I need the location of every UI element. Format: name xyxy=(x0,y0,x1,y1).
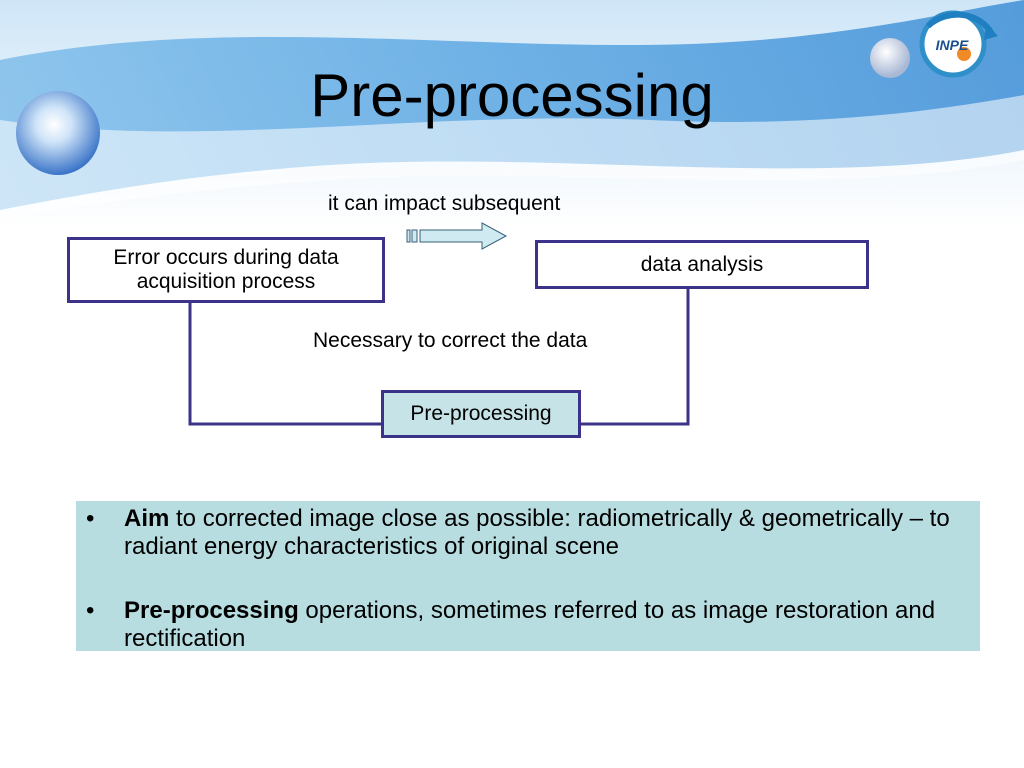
header-banner xyxy=(0,0,1024,230)
correction-label: Necessary to correct the data xyxy=(313,329,588,352)
data-analysis-box: data analysis xyxy=(535,240,869,289)
bullet-text: operations, sometimes referred to as ima… xyxy=(124,597,936,652)
impact-arrow-icon xyxy=(406,222,508,250)
loop-connector-left xyxy=(188,303,383,426)
bullet-panel: Aim to corrected image close as possible… xyxy=(76,501,980,653)
bullet-term: Aim xyxy=(124,505,170,532)
arrow-label: it can impact subsequent xyxy=(328,192,561,215)
slide-title: Pre-processing xyxy=(310,62,714,129)
bullet-item: Aim to corrected image close as possible… xyxy=(86,505,950,561)
bullet-item: Pre-processing operations, sometimes ref… xyxy=(86,597,950,653)
loop-connector-right xyxy=(580,289,690,426)
logo-text: INPE xyxy=(936,37,969,53)
bullet-text: to corrected image close as possible: ra… xyxy=(124,505,950,560)
inpe-logo: INPE xyxy=(919,10,998,78)
preprocessing-box: Pre-processing xyxy=(381,390,581,438)
bullet-term: Pre-processing xyxy=(124,597,299,624)
error-box: Error occurs during data acquisition pro… xyxy=(67,237,385,303)
